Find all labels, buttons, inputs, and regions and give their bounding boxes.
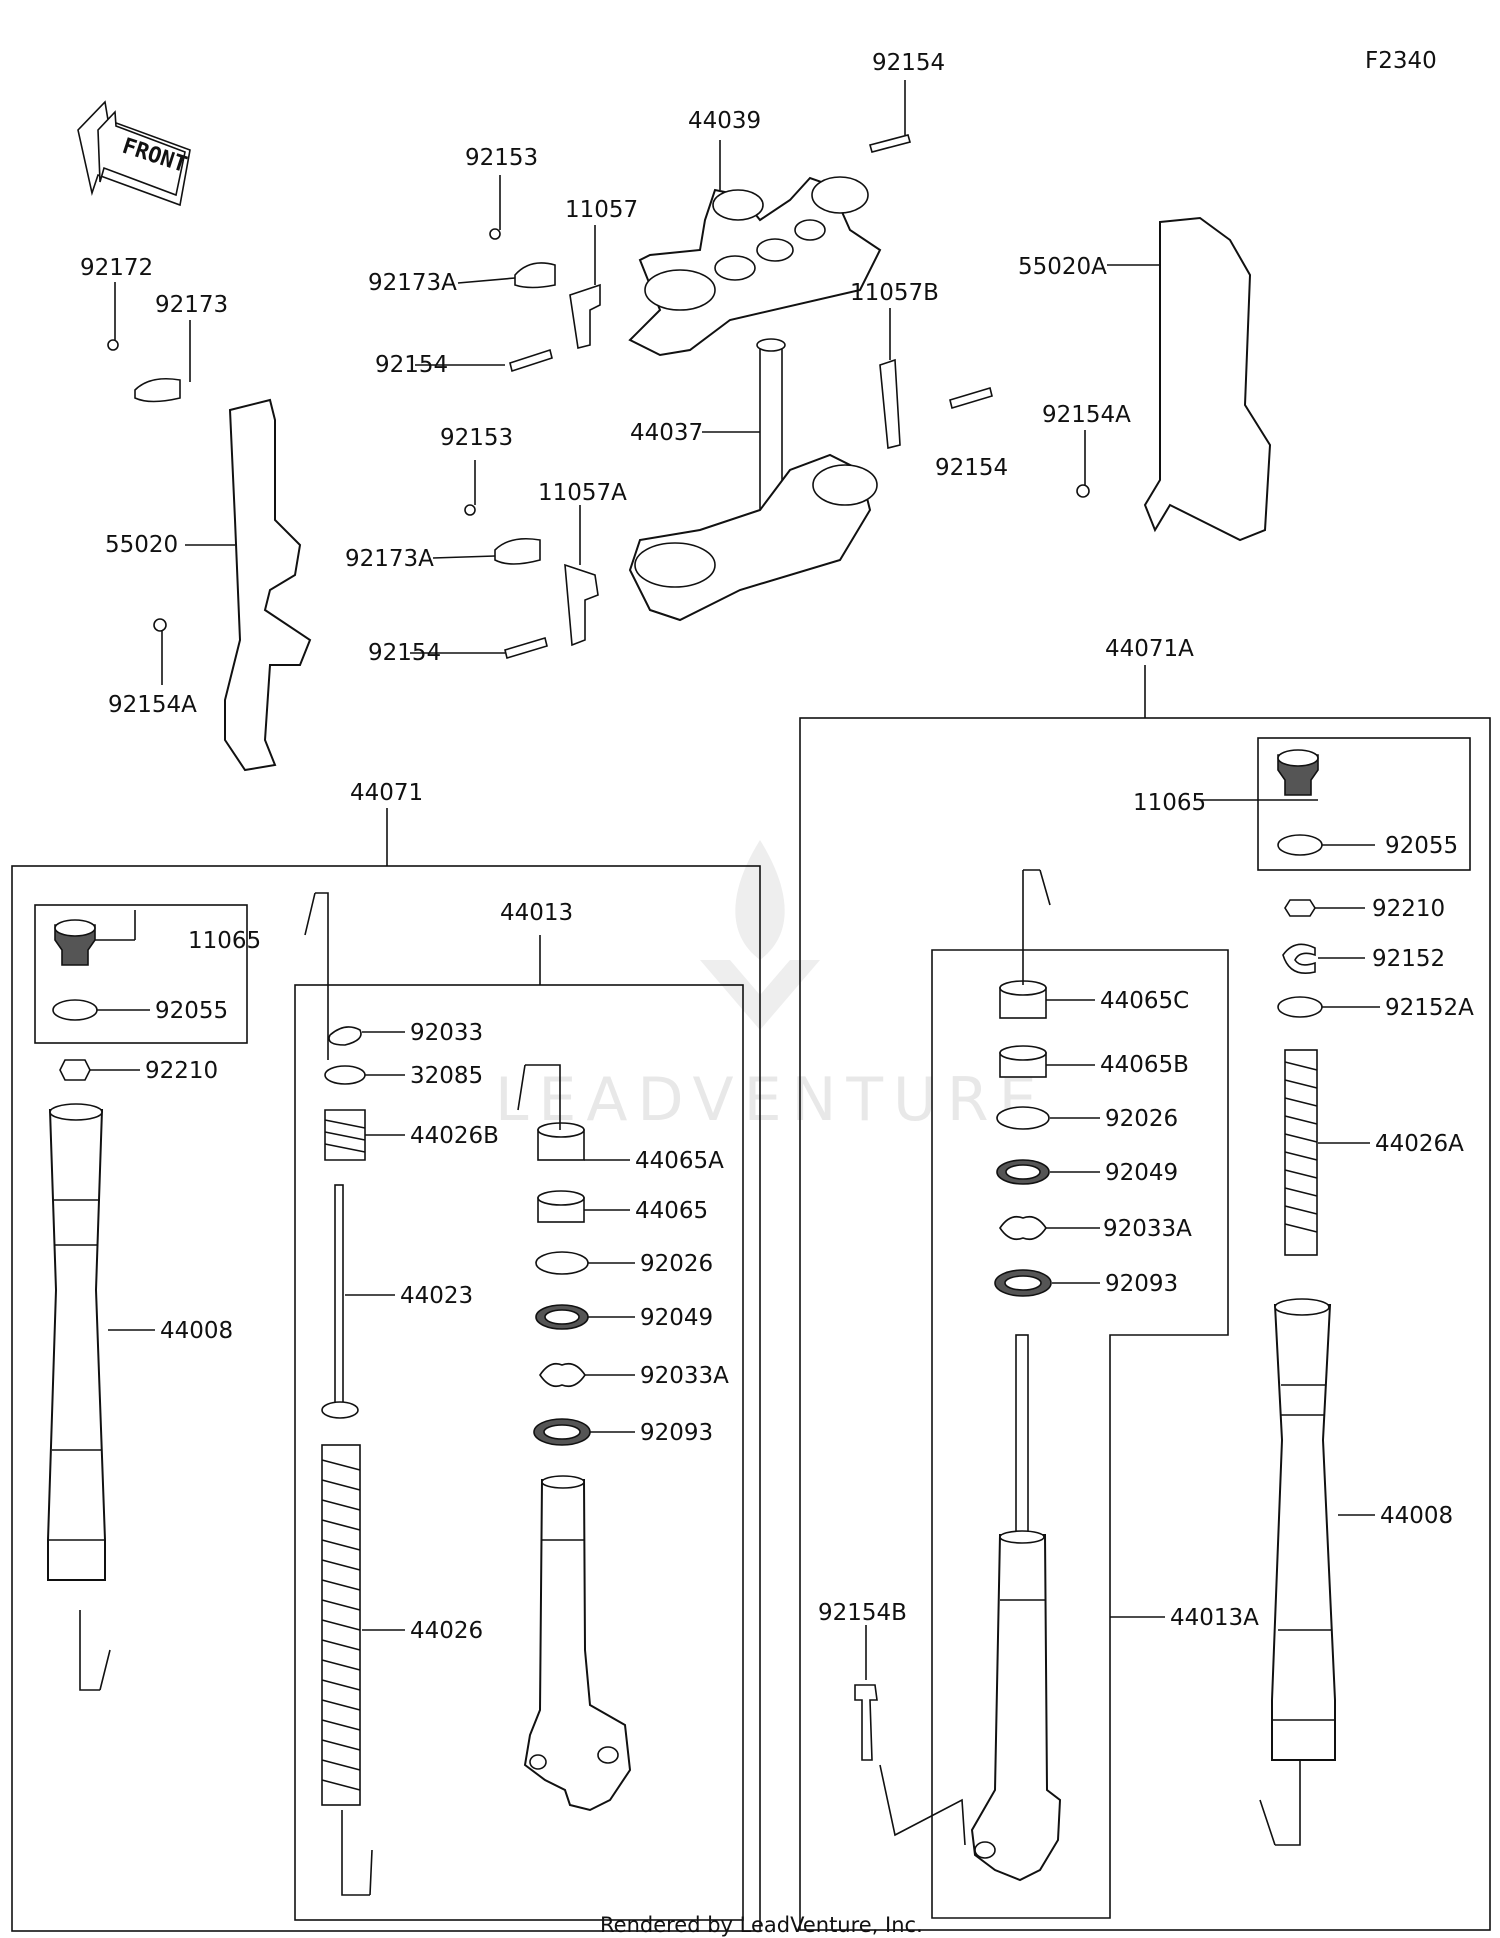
label-44071A: 44071A <box>1105 636 1194 662</box>
label-92093-left: 92093 <box>640 1420 713 1446</box>
label-44065C: 44065C <box>1100 988 1189 1014</box>
label-92152: 92152 <box>1372 946 1445 972</box>
label-92093-right: 92093 <box>1105 1271 1178 1297</box>
leader-lines-top <box>114 80 1160 685</box>
label-44008-right: 44008 <box>1380 1503 1453 1529</box>
label-92173: 92173 <box>155 292 228 318</box>
fork-guard-55020 <box>224 398 312 772</box>
right-fork-parts <box>854 749 1336 1882</box>
steering-bracket-11057B <box>879 358 901 450</box>
label-92055-right: 92055 <box>1385 833 1458 859</box>
label-11057: 11057 <box>565 197 638 223</box>
label-11065-right: 11065 <box>1133 790 1206 816</box>
label-92153-a: 92153 <box>465 145 538 171</box>
front-arrow-icon: FRONT <box>77 100 191 207</box>
label-44037: 44037 <box>630 420 703 446</box>
label-92173A-b: 92173A <box>345 546 434 572</box>
lower-triple-clamp <box>628 338 878 622</box>
footer-credit: Rendered by LeadVenture, Inc. <box>600 1913 923 1937</box>
label-44039: 44039 <box>688 108 761 134</box>
label-92172: 92172 <box>80 255 153 281</box>
label-32085: 32085 <box>410 1063 483 1089</box>
label-92154-top: 92154 <box>872 50 945 76</box>
label-92026-left: 92026 <box>640 1251 713 1277</box>
top-clamps <box>134 262 556 565</box>
label-44071: 44071 <box>350 780 423 806</box>
watermark: LEADVENTURE <box>495 840 1047 1135</box>
steering-bracket-11057 <box>569 283 601 349</box>
label-92210-right: 92210 <box>1372 896 1445 922</box>
label-92154-b: 92154 <box>375 352 448 378</box>
label-92055-left: 92055 <box>155 998 228 1024</box>
upper-triple-clamp <box>628 176 882 357</box>
label-11057B: 11057B <box>850 280 939 306</box>
label-92154-d: 92154 <box>368 640 441 666</box>
label-44013A: 44013A <box>1170 1605 1259 1631</box>
left-fork-parts <box>47 919 632 1812</box>
label-92049-right: 92049 <box>1105 1160 1178 1186</box>
label-44065B: 44065B <box>1100 1052 1189 1078</box>
leader-lines-left <box>79 892 635 1896</box>
label-92153-b: 92153 <box>440 425 513 451</box>
label-44026: 44026 <box>410 1618 483 1644</box>
watermark-text: LEADVENTURE <box>495 1065 1047 1135</box>
label-92154-c: 92154 <box>935 455 1008 481</box>
label-11057A: 11057A <box>538 480 627 506</box>
label-44065A: 44065A <box>635 1148 724 1174</box>
label-92210-left: 92210 <box>145 1058 218 1084</box>
label-92154A-left: 92154A <box>108 692 197 718</box>
label-92026-right: 92026 <box>1105 1106 1178 1132</box>
label-44065: 44065 <box>635 1198 708 1224</box>
box-44071A <box>799 665 1491 1931</box>
part-labels: 92154 44039 92153 11057 92173A 92154 110… <box>80 50 1474 1644</box>
leader-lines-right <box>865 799 1380 1846</box>
label-92152A: 92152A <box>1385 995 1474 1021</box>
label-55020: 55020 <box>105 532 178 558</box>
label-55020A: 55020A <box>1018 254 1107 280</box>
label-92049-left: 92049 <box>640 1305 713 1331</box>
label-44013: 44013 <box>500 900 573 926</box>
steering-bracket-11057A <box>564 563 599 647</box>
label-44026B: 44026B <box>410 1123 499 1149</box>
label-44008-left: 44008 <box>160 1318 233 1344</box>
label-92173A-a: 92173A <box>368 270 457 296</box>
box-44071 <box>11 808 761 1932</box>
label-92033: 92033 <box>410 1020 483 1046</box>
label-11065-left: 11065 <box>188 928 261 954</box>
figure-code: F2340 <box>1365 48 1437 74</box>
label-92154A-right: 92154A <box>1042 402 1131 428</box>
fork-guard-55020A <box>1143 216 1272 542</box>
label-92154B: 92154B <box>818 1600 907 1626</box>
label-44026A: 44026A <box>1375 1131 1464 1157</box>
label-44023: 44023 <box>400 1283 473 1309</box>
label-92033A-right: 92033A <box>1103 1216 1192 1242</box>
bolts-top <box>107 134 1090 660</box>
label-92033A-left: 92033A <box>640 1363 729 1389</box>
